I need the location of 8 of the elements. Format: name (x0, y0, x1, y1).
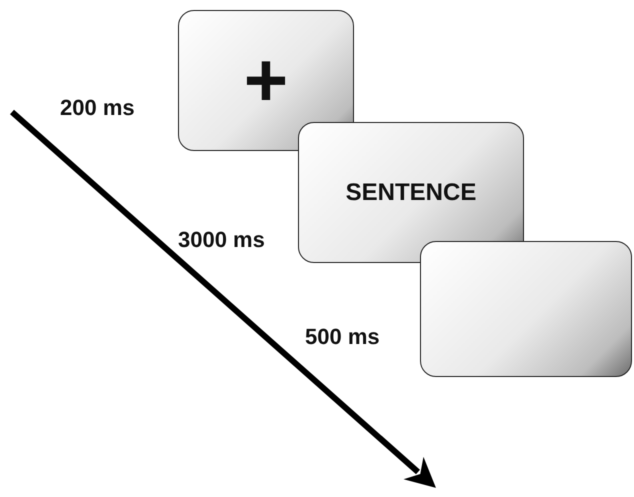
duration-label: 200 ms (60, 95, 135, 121)
duration-label: 3000 ms (178, 227, 265, 253)
duration-label: 500 ms (305, 324, 380, 350)
stimulus-text: SENTENCE (346, 180, 476, 204)
fixation-cross: + (244, 42, 288, 118)
screen-box (420, 241, 632, 377)
screen-box (178, 10, 354, 151)
screen-box (298, 122, 524, 263)
